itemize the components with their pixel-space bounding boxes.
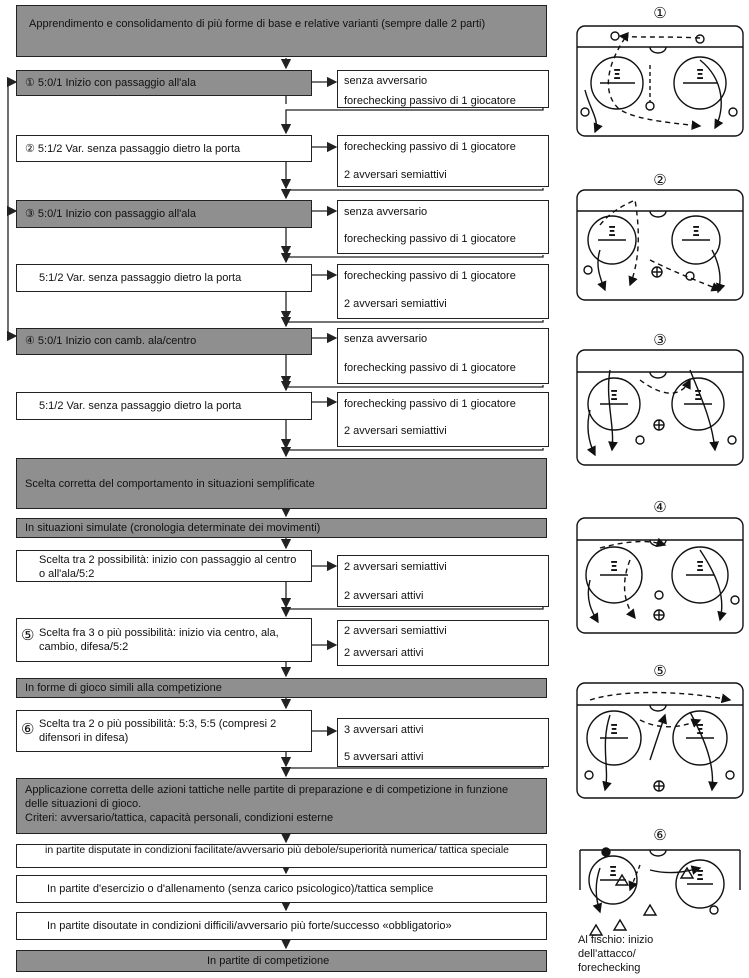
faceoff-mark: Ξ	[692, 225, 700, 240]
block-applicazione-text: Applicazione corretta delle azioni tatti…	[25, 784, 509, 810]
diagram-6-caption: Al fischio: inizio dell'attacco/ foreche…	[578, 934, 654, 974]
step-6: 5:1/2 Var. senza passaggio dietro la por…	[16, 392, 312, 420]
match-2-text: In partite d'esercizio o d'allenamento (…	[47, 883, 434, 895]
faceoff-mark: Ξ	[694, 389, 702, 404]
options-3: senza avversario forechecking passivo di…	[337, 200, 549, 254]
step-4-text: 5:1/2 Var. senza passaggio dietro la por…	[39, 272, 242, 284]
options-5: senza avversario forechecking passivo di…	[337, 328, 549, 384]
option-6b: 2 avversari semiattivi	[344, 425, 447, 437]
option-1a: senza avversario	[344, 75, 428, 87]
faceoff-mark: Ξ	[608, 225, 616, 240]
block-situazioni-text: In situazioni simulate (cronologia deter…	[25, 522, 321, 534]
diagram-4-number: ④	[653, 498, 666, 516]
block-competizione: In partite di competizione	[16, 950, 547, 972]
option-8a: 2 avversari semiattivi	[344, 625, 447, 637]
step-1-text: ① 5:0/1 Inizio con passaggio all'ala	[25, 77, 196, 89]
match-2: In partite d'esercizio o d'allenamento (…	[16, 875, 547, 903]
options-7: 2 avversari semiattivi 2 avversari attiv…	[337, 555, 549, 607]
step-5-text: ④ 5:0/1 Inizio con camb. ala/centro	[25, 335, 197, 347]
step-3: ③ 5:0/1 Inizio con passaggio all'ala	[16, 200, 312, 228]
match-3-text: In partite disoutate in condizioni diffi…	[47, 920, 452, 932]
block-forme-gioco: In forme di gioco simili alla competizio…	[16, 678, 547, 698]
option-7a: 2 avversari semiattivi	[344, 561, 447, 573]
option-9b: 5 avversari attivi	[344, 751, 424, 763]
rink-diagram-5	[576, 682, 744, 799]
diagram-5-number: ⑤	[653, 662, 666, 680]
step-7-text: Scelta tra 2 possibilità: inizio con pas…	[39, 554, 297, 580]
option-7b: 2 avversari attivi	[344, 590, 424, 602]
option-9a: 3 avversari attivi	[344, 724, 424, 736]
step-5: ④ 5:0/1 Inizio con camb. ala/centro	[16, 328, 312, 355]
options-1: senza avversario forechecking passivo di…	[337, 70, 549, 108]
faceoff-mark: Ξ	[696, 723, 704, 738]
rink-diagram-4	[576, 517, 744, 634]
block-competizione-text: In partite di competizione	[207, 955, 330, 967]
faceoff-mark: Ξ	[696, 68, 704, 83]
option-4b: 2 avversari semiattivi	[344, 298, 447, 310]
step-9-text: Scelta tra 2 o più possibilità: 5:3, 5:5…	[39, 718, 277, 744]
block-apprendimento-text: Apprendimento e consolidamento di più fo…	[29, 18, 486, 30]
block-apprendimento: Apprendimento e consolidamento di più fo…	[16, 5, 547, 57]
option-8b: 2 avversari attivi	[344, 647, 424, 659]
options-2: forechecking passivo di 1 giocatore 2 av…	[337, 135, 549, 187]
diagram-6-number: ⑥	[653, 826, 666, 844]
rink-diagram-1	[576, 25, 744, 137]
faceoff-mark: Ξ	[696, 560, 704, 575]
rink-diagram-3	[576, 349, 744, 466]
step-9-number: ⑥	[21, 721, 35, 738]
diagram-1-number: ①	[653, 4, 666, 22]
match-3: In partite disoutate in condizioni diffi…	[16, 912, 547, 940]
faceoff-mark: Ξ	[610, 723, 618, 738]
step-6-text: 5:1/2 Var. senza passaggio dietro la por…	[39, 400, 242, 412]
faceoff-mark: Ξ	[696, 869, 704, 884]
options-8: 2 avversari semiattivi 2 avversari attiv…	[337, 620, 549, 666]
step-9: ⑥ Scelta tra 2 o più possibilità: 5:3, 5…	[16, 710, 312, 752]
block-scelta-text: Scelta corretta del comportamento in sit…	[25, 478, 315, 490]
option-5a: senza avversario	[344, 333, 428, 345]
step-2: ② 5:1/2 Var. senza passaggio dietro la p…	[16, 135, 312, 162]
step-8: ⑤ Scelta fra 3 o più possibilità: inizio…	[16, 618, 312, 662]
faceoff-mark: Ξ	[610, 560, 618, 575]
faceoff-mark: Ξ	[610, 389, 618, 404]
rink-diagram-6	[579, 847, 741, 936]
option-5b: forechecking passivo di 1 giocatore	[344, 362, 516, 374]
step-8-number: ⑤	[21, 627, 35, 644]
option-1b: forechecking passivo di 1 giocatore	[344, 95, 516, 107]
faceoff-mark: Ξ	[609, 865, 617, 880]
diagram-2-number: ②	[653, 171, 666, 189]
options-6: forechecking passivo di 1 giocatore 2 av…	[337, 392, 549, 447]
option-3b: forechecking passivo di 1 giocatore	[344, 233, 516, 245]
block-scelta: Scelta corretta del comportamento in sit…	[16, 458, 547, 509]
step-8-text: Scelta fra 3 o più possibilità: inizio v…	[39, 627, 279, 653]
options-4: forechecking passivo di 1 giocatore 2 av…	[337, 264, 549, 319]
step-7: Scelta tra 2 possibilità: inizio con pas…	[16, 550, 312, 582]
option-2a: forechecking passivo di 1 giocatore	[344, 141, 516, 153]
option-2b: 2 avversari semiattivi	[344, 169, 447, 181]
block-applicazione-criteri: Criteri: avversario/tattica, capacità pe…	[25, 812, 334, 824]
option-3a: senza avversario	[344, 206, 428, 218]
block-applicazione: Applicazione corretta delle azioni tatti…	[16, 778, 547, 834]
rink-diagram-2	[576, 189, 744, 301]
step-1: ① 5:0/1 Inizio con passaggio all'ala	[16, 70, 312, 96]
option-4a: forechecking passivo di 1 giocatore	[344, 270, 516, 282]
step-4: 5:1/2 Var. senza passaggio dietro la por…	[16, 264, 312, 292]
options-9: 3 avversari attivi 5 avversari attivi	[337, 718, 549, 767]
diagram-3-number: ③	[653, 331, 666, 349]
step-2-text: ② 5:1/2 Var. senza passaggio dietro la p…	[25, 143, 241, 155]
match-1-text: in partite disputate in condizioni facil…	[45, 844, 510, 856]
faceoff-mark: Ξ	[613, 68, 621, 83]
option-6a: forechecking passivo di 1 giocatore	[344, 398, 516, 410]
match-1: in partite disputate in condizioni facil…	[16, 844, 547, 868]
block-forme-gioco-text: In forme di gioco simili alla competizio…	[25, 682, 222, 694]
step-3-text: ③ 5:0/1 Inizio con passaggio all'ala	[25, 208, 196, 220]
block-situazioni: In situazioni simulate (cronologia deter…	[16, 518, 547, 538]
